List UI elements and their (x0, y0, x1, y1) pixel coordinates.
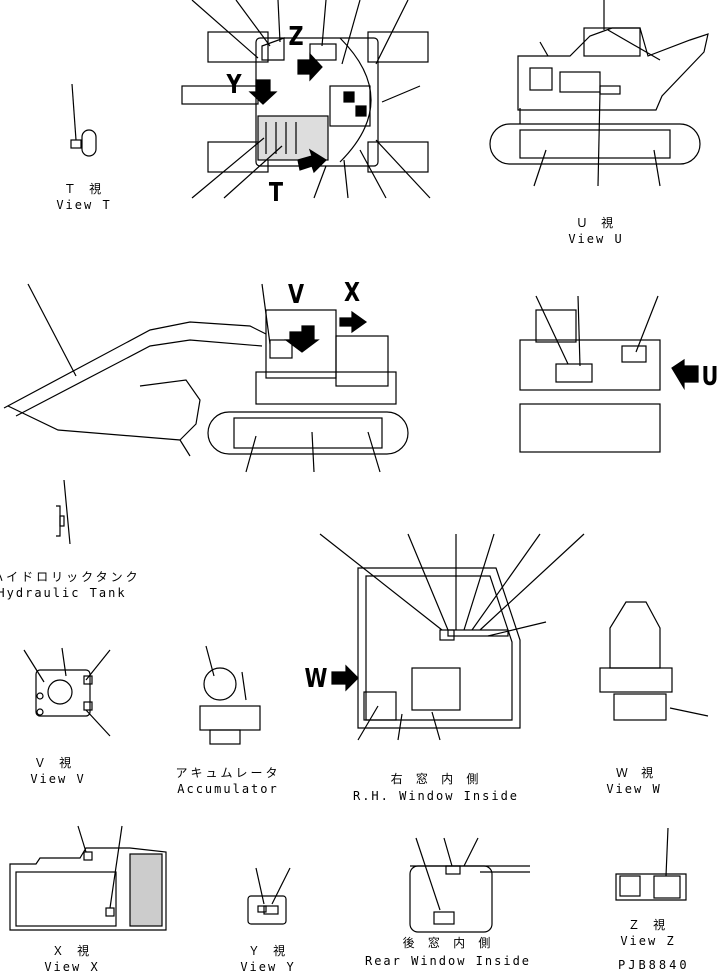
rear-window-drawing (409, 837, 530, 933)
hydraulic-tank-label-jp: ハイドロリックタンク (0, 570, 141, 584)
arrow-letter-w: W (304, 664, 328, 694)
arrow-letter-z: Z (288, 22, 304, 52)
view-y-label-jp: Ｙ 視 (247, 944, 289, 958)
view-w-label-en: View W (606, 782, 662, 796)
view-v-drawing (23, 647, 111, 737)
accumulator-label-jp: アキュムレータ (175, 766, 281, 780)
hydraulic-tank-drawing (56, 479, 71, 545)
hydraulic-tank-label-en: Hydraulic Tank (0, 586, 127, 600)
view-w-drawing (599, 601, 709, 721)
top-view (181, 0, 431, 199)
rh-window-drawing (319, 533, 585, 741)
view-t-label-en: View T (56, 198, 112, 212)
arrow-letter-t: T (268, 178, 284, 208)
accumulator-drawing (199, 645, 261, 745)
arrow-letter-v: V (287, 280, 305, 310)
rear-elevation (519, 295, 699, 453)
view-w-label-jp: Ｗ 視 (615, 766, 657, 780)
arrow-letter-y: Y (226, 70, 242, 100)
document-id: PJB8840 (618, 958, 690, 972)
view-x-drawing (9, 825, 167, 931)
view-x-label-jp: Ｘ 視 (51, 944, 93, 958)
view-y-label-en: View Y (240, 960, 296, 974)
view-y-drawing (247, 867, 291, 925)
view-z-label-en: View Z (620, 934, 676, 948)
view-x-label-en: View X (44, 960, 100, 974)
view-u-drawing (489, 0, 709, 187)
view-u-label-jp: Ｕ 視 (575, 216, 617, 230)
rear-window-label-en: Rear Window Inside (364, 954, 532, 968)
view-z-drawing (615, 827, 687, 901)
view-t-label-jp: Ｔ 視 (63, 182, 105, 196)
view-u-label-en: View U (568, 232, 624, 246)
arrow-letter-x: X (343, 278, 361, 308)
rh-window-label-en: R.H. Window Inside (352, 789, 520, 803)
arrow-letter-u: U (701, 362, 718, 392)
rear-window-label-jp: 後 窓 内 側 (402, 936, 494, 950)
side-view (3, 283, 409, 473)
rh-window-label-jp: 右 窓 内 側 (390, 772, 482, 786)
view-v-label-jp: Ｖ 視 (33, 756, 75, 770)
accumulator-label-en: Accumulator (177, 782, 279, 796)
view-z-label-jp: Ｚ 視 (627, 918, 669, 932)
view-t-drawing (70, 83, 97, 157)
view-v-label-en: View V (30, 772, 86, 786)
